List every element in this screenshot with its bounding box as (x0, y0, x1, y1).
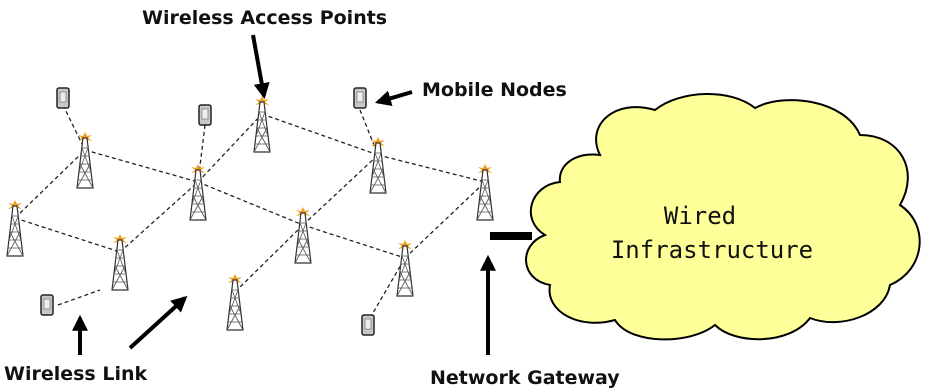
mobile-node-icon (40, 294, 54, 316)
wired-infrastructure-cloud (525, 92, 921, 341)
cloud-label-line2: Infrastructure (611, 236, 813, 264)
network-gateway-label: Network Gateway (430, 367, 620, 389)
access-point-tower (189, 163, 207, 221)
mobile-nodes-label: Mobile Nodes (422, 79, 567, 101)
mobile-nodes-arrow (374, 90, 413, 107)
mobile-node-icon (361, 314, 375, 336)
access-points-label: Wireless Access Points (142, 7, 387, 29)
mobile-node-icon (56, 87, 70, 109)
access-point-tower (76, 131, 94, 189)
access-point-tower (111, 233, 129, 291)
access-point-tower (294, 206, 312, 264)
mobile-node-icon (198, 104, 212, 126)
gateway-tower (476, 163, 494, 221)
access-point-tower (369, 136, 387, 194)
cloud-label-line1: Wired (664, 202, 736, 230)
gateway-connector (490, 232, 532, 240)
access-points-arrow (251, 34, 270, 100)
access-point-tower (253, 95, 271, 153)
mobile-node-icon (353, 87, 367, 109)
access-point-tower (226, 273, 244, 331)
wireless-link-arrow-2 (128, 295, 188, 350)
wireless-link-label: Wireless Link (4, 363, 148, 385)
wireless-links (14, 104, 486, 319)
access-point-tower (6, 199, 24, 257)
